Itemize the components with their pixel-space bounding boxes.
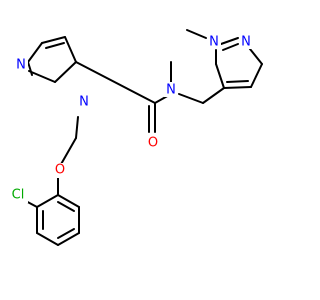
bond [75,116,79,139]
bond [202,87,225,104]
bond [215,63,225,89]
atom-labels: N N O N N N O Cl [8,34,253,203]
bond [226,80,249,83]
atom-label-n: N [16,58,26,73]
bond [57,194,80,208]
bond [36,232,59,246]
atom-nitrogen: N [164,82,178,98]
bond [223,86,252,89]
atom-nitrogen: N [239,34,253,50]
bond [57,201,75,212]
bond [178,93,204,104]
bond [45,42,65,49]
bonds [21,29,263,246]
atom-label-n: N [209,35,219,50]
bond [54,61,77,83]
atom-label-n: N [79,95,89,110]
bond [249,48,263,65]
bond [59,137,77,167]
atom-nitrogen: N [77,95,91,110]
atom-chlorine: Cl [8,188,28,203]
bond [64,36,77,63]
atom-oxygen: O [53,163,67,178]
atom-label-n: N [166,83,176,98]
bond [28,70,56,83]
atom-label-o: O [55,163,65,178]
bond [36,194,59,208]
molecule-structure-diagram: N N O N N N O Cl [8,29,263,246]
bond [75,61,156,104]
bond [27,42,43,63]
bond [220,37,239,45]
bond [222,43,239,51]
atom-label-n: N [241,35,251,50]
atom-oxygen: O [146,136,160,151]
bond [250,63,263,88]
atom-nitrogen: N [207,34,221,50]
bond [27,61,33,76]
atom-label-o: O [148,136,158,151]
bond [57,228,75,239]
bond [57,232,80,246]
atom-nitrogen: N [14,57,28,73]
bond [186,29,207,39]
atom-label-cl: Cl [12,188,25,203]
bond [41,36,66,44]
